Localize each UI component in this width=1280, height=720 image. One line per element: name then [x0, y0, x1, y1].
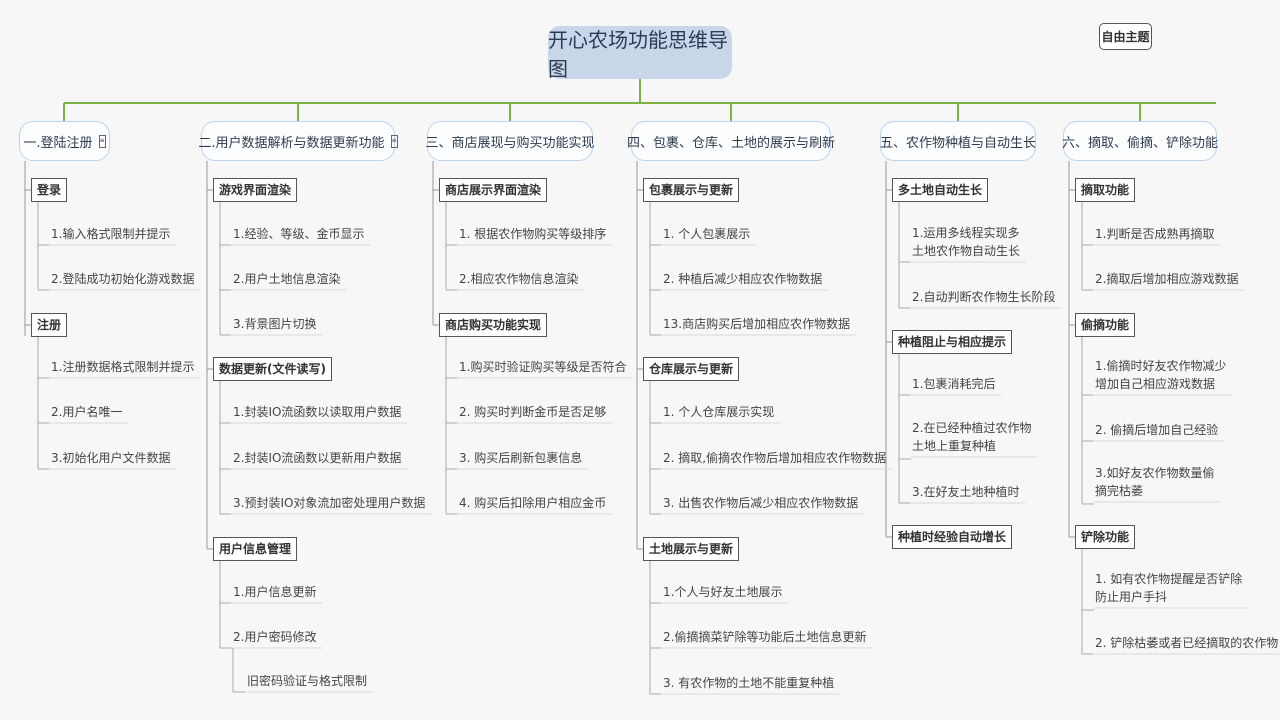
list-item[interactable]: 2. 铲除枯萎或者已经摘取的农作物: [1095, 636, 1279, 650]
free-topic[interactable]: 自由主题: [1099, 23, 1152, 50]
list-item[interactable]: 旧密码验证与格式限制: [247, 674, 368, 688]
list-item[interactable]: 1.注册数据格式限制并提示: [51, 360, 195, 374]
list-item[interactable]: 2.用户土地信息渲染: [233, 272, 341, 286]
list-item[interactable]: 3.初始化用户文件数据: [51, 451, 171, 465]
list-item[interactable]: 3. 有农作物的土地不能重复种植: [663, 676, 835, 690]
list-item[interactable]: 2. 偷摘后增加自己经验: [1095, 423, 1219, 437]
list-item[interactable]: 2. 购买时判断金币是否足够: [459, 405, 607, 419]
section-game-ui-render[interactable]: 游戏界面渲染: [213, 178, 298, 202]
list-item[interactable]: 2.封装IO流函数以更新用户数据: [233, 451, 402, 465]
section-user-info[interactable]: 用户信息管理: [213, 537, 298, 561]
list-item[interactable]: 1.用户信息更新: [233, 585, 317, 599]
list-item[interactable]: 1.判断是否成熟再摘取: [1095, 227, 1215, 241]
list-item[interactable]: 4. 购买后扣除用户相应金币: [459, 496, 607, 510]
list-item[interactable]: 2.偷摘摘菜铲除等功能后土地信息更新: [663, 630, 867, 644]
branch-inventory[interactable]: 四、包裹、仓库、土地的展示与刷新: [627, 121, 835, 161]
list-item[interactable]: 1.运用多线程实现多 土地农作物自动生长: [912, 226, 1021, 258]
section-data-update[interactable]: 数据更新(文件读写): [213, 357, 332, 381]
branch-user-data[interactable]: 二.用户数据解析与数据更新功能 ≡: [198, 121, 398, 161]
list-item[interactable]: 2.用户名唯一: [51, 405, 123, 419]
branch-login-register[interactable]: 一.登陆注册 ≡: [19, 121, 110, 161]
section-steal[interactable]: 偷摘功能: [1075, 313, 1136, 337]
branch-shop[interactable]: 三、商店展现与购买功能实现: [425, 121, 595, 161]
list-item[interactable]: 3.背景图片切换: [233, 317, 317, 331]
list-item[interactable]: 1.经验、等级、金币显示: [233, 227, 365, 241]
section-register[interactable]: 注册: [31, 313, 68, 337]
list-item[interactable]: 3.如好友农作物数量偷 摘完枯萎: [1095, 466, 1215, 498]
section-shop-purchase[interactable]: 商店购买功能实现: [439, 313, 548, 337]
list-item[interactable]: 1. 个人仓库展示实现: [663, 405, 775, 419]
note-icon[interactable]: ≡: [98, 134, 106, 148]
list-item[interactable]: 2.登陆成功初始化游戏数据: [51, 272, 195, 286]
list-item[interactable]: 1.输入格式限制并提示: [51, 227, 171, 241]
list-item[interactable]: 3.预封装IO对象流加密处理用户数据: [233, 496, 426, 510]
list-item[interactable]: 2.用户密码修改: [233, 630, 317, 644]
section-auto-grow[interactable]: 多土地自动生长: [892, 178, 989, 202]
list-item[interactable]: 1.封装IO流函数以读取用户数据: [233, 405, 402, 419]
list-item[interactable]: 1.包裹消耗完后: [912, 377, 996, 391]
list-item[interactable]: 1. 个人包裹展示: [663, 227, 751, 241]
list-item[interactable]: 1. 根据农作物购买等级排序: [459, 227, 607, 241]
branch-title: 三、商店展现与购买功能实现: [425, 135, 595, 151]
section-exp-growth[interactable]: 种植时经验自动增长: [892, 525, 1013, 549]
list-item[interactable]: 1.个人与好友土地展示: [663, 585, 783, 599]
list-item[interactable]: 3.在好友土地种植时: [912, 485, 1020, 499]
list-item[interactable]: 1.偷摘时好友农作物减少 增加自己相应游戏数据: [1095, 359, 1227, 391]
branch-title: 五、农作物种植与自动生长: [880, 135, 1037, 151]
section-shop-display[interactable]: 商店展示界面渲染: [439, 178, 548, 202]
section-warehouse[interactable]: 仓库展示与更新: [643, 357, 740, 381]
root-topic[interactable]: 开心农场功能思维导图: [548, 26, 732, 81]
branch-title: 二.用户数据解析与数据更新功能: [198, 135, 385, 151]
branch-title: 一.登陆注册: [23, 135, 93, 151]
list-item[interactable]: 2. 种植后减少相应农作物数据: [663, 272, 823, 286]
list-item[interactable]: 2.相应农作物信息渲染: [459, 272, 579, 286]
section-package[interactable]: 包裹展示与更新: [643, 178, 740, 202]
branch-title: 四、包裹、仓库、土地的展示与刷新: [627, 135, 836, 151]
list-item[interactable]: 3. 出售农作物后减少相应农作物数据: [663, 496, 859, 510]
branch-crop-growth[interactable]: 五、农作物种植与自动生长: [880, 121, 1036, 161]
section-plant-block[interactable]: 种植阻止与相应提示: [892, 330, 1013, 354]
list-item[interactable]: 2. 摘取,偷摘农作物后增加相应农作物数据: [663, 451, 887, 465]
list-item[interactable]: 2.在已经种植过农作物 土地上重复种植: [912, 421, 1032, 453]
section-pick[interactable]: 摘取功能: [1075, 178, 1136, 202]
list-item[interactable]: 1. 如有农作物提醒是否铲除 防止用户手抖: [1095, 572, 1243, 604]
branch-harvest[interactable]: 六、摘取、偷摘、铲除功能: [1062, 121, 1219, 161]
note-icon[interactable]: ≡: [390, 134, 398, 148]
list-item[interactable]: 2.自动判断农作物生长阶段: [912, 290, 1056, 304]
list-item[interactable]: 3. 购买后刷新包裹信息: [459, 451, 583, 465]
branch-title: 六、摘取、偷摘、铲除功能: [1062, 135, 1219, 151]
section-remove[interactable]: 铲除功能: [1075, 525, 1136, 549]
section-login[interactable]: 登录: [31, 178, 68, 202]
list-item[interactable]: 1.购买时验证购买等级是否符合: [459, 360, 627, 374]
list-item[interactable]: 13.商店购买后增加相应农作物数据: [663, 317, 851, 331]
section-land[interactable]: 土地展示与更新: [643, 537, 740, 561]
list-item[interactable]: 2.摘取后增加相应游戏数据: [1095, 272, 1239, 286]
